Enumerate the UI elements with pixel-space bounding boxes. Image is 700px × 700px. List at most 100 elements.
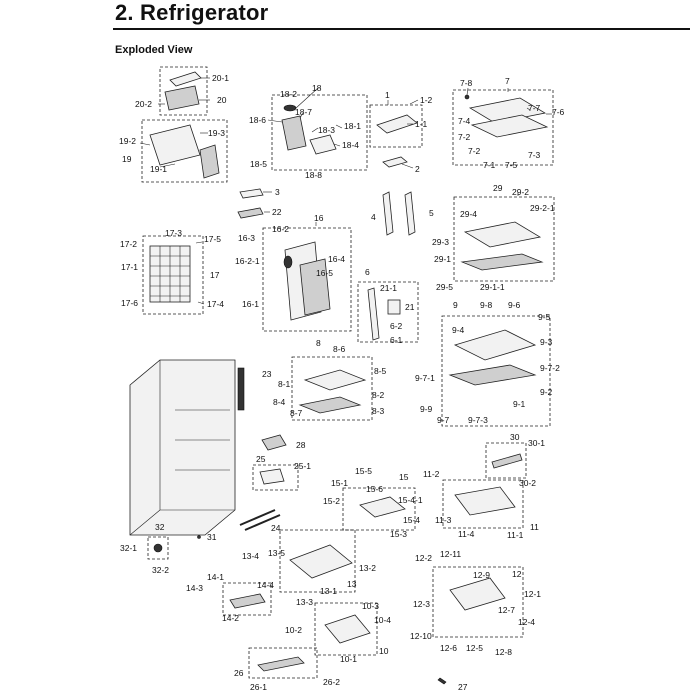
label-10-2: 10-2 [285, 625, 302, 635]
label-29-2-1: 29-2-1 [530, 203, 555, 213]
part-7-8 [464, 94, 470, 100]
part-20 [164, 85, 200, 111]
part-group-13: 13-4 13-5 13-2 13 13-1 13-3 [242, 529, 376, 607]
label-7-4: 7-4 [458, 116, 471, 126]
label-17-2: 17-2 [120, 239, 137, 249]
label-10-4: 10-4 [374, 615, 391, 625]
part-4 [382, 191, 394, 236]
group-19-box [141, 119, 228, 183]
label-9-7: 9-7 [437, 415, 450, 425]
group-25-box [252, 464, 299, 491]
label-12-7: 12-7 [498, 605, 515, 615]
group-13-box [279, 529, 356, 593]
label-12-4: 12-4 [518, 617, 535, 627]
label-7-6: 7-6 [552, 107, 565, 117]
part-29-1-frame [460, 253, 544, 271]
part-15-bin [359, 496, 406, 518]
label-29-2: 29-2 [512, 187, 529, 197]
group-17-box [142, 235, 204, 315]
label-9-4: 9-4 [452, 325, 465, 335]
part-group-17: 17-3 17-2 17-5 17-1 17 17-6 17-4 [120, 228, 224, 315]
label-10-1: 10-1 [340, 654, 357, 664]
label-4: 4 [371, 212, 376, 222]
group-20-box [159, 66, 208, 116]
label-23: 23 [262, 369, 272, 379]
label-29-3: 29-3 [432, 237, 449, 247]
label-20: 20 [217, 95, 227, 105]
label-18-8: 18-8 [305, 170, 322, 180]
label-20-2: 20-2 [135, 99, 152, 109]
label-16-5: 16-5 [316, 268, 333, 278]
label-5: 5 [429, 208, 434, 218]
label-13: 13 [347, 579, 357, 589]
label-24: 24 [271, 523, 281, 533]
part-3 [239, 188, 264, 199]
label-10-3: 10-3 [362, 601, 379, 611]
part-group-30: 30 30-1 30-2 [485, 432, 545, 488]
label-17: 17 [210, 270, 220, 280]
group-30-box [485, 442, 527, 479]
label-26-1: 26-1 [250, 682, 267, 692]
label-20-1: 20-1 [212, 73, 229, 83]
label-8: 8 [316, 338, 321, 348]
label-18-7: 18-7 [295, 107, 312, 117]
part-group-18: 18 18-2 18-6 18-7 18-3 18-1 18-4 18-5 18… [249, 83, 368, 180]
part-group-14: 14-1 14-3 14-4 14-2 [186, 572, 274, 623]
part-28 [261, 434, 287, 451]
part-9-shelf [453, 329, 537, 361]
label-13-4: 13-4 [242, 551, 259, 561]
label-16: 16 [314, 213, 324, 223]
label-12-3: 12-3 [413, 599, 430, 609]
label-19-2: 19-2 [119, 136, 136, 146]
label-29-5: 29-5 [436, 282, 453, 292]
label-12-11: 12-11 [440, 549, 461, 559]
label-17-5: 17-5 [204, 234, 221, 244]
label-15-5: 15-5 [355, 466, 372, 476]
label-16-2-1: 16-2-1 [235, 256, 260, 266]
label-9-7-3: 9-7-3 [468, 415, 488, 425]
label-9: 9 [453, 300, 458, 310]
group-8-box [291, 356, 373, 421]
label-10: 10 [379, 646, 389, 656]
label-8-4: 8-4 [273, 397, 286, 407]
part-9-7-frame [448, 364, 537, 386]
label-18-1: 18-1 [344, 121, 361, 131]
label-7-3: 7-3 [528, 150, 541, 160]
group-11-box [442, 479, 524, 529]
part-10-bin [324, 614, 371, 644]
part-30 [491, 453, 523, 469]
group-26-box [248, 647, 318, 679]
label-31: 31 [207, 532, 217, 542]
label-9-8: 9-8 [480, 300, 493, 310]
label-19: 19 [122, 154, 132, 164]
cabinet-body [129, 359, 236, 536]
part-29-4-glass [463, 221, 542, 248]
label-6-1: 6-1 [390, 335, 403, 345]
part-group-15: 15-5 15 15-1 15-6 15-2 15-4-1 15-4 15-3 [323, 466, 423, 539]
label-32-2: 32-2 [152, 565, 169, 575]
part-7-6-shelf [470, 114, 549, 138]
label-17-6: 17-6 [121, 298, 138, 308]
label-32: 32 [155, 522, 165, 532]
part-16-4 [299, 258, 331, 316]
label-7-2b: 7-2 [468, 146, 481, 156]
part-group-12: 12-2 12-11 12-9 12 12-1 12-3 12-7 12-4 1… [410, 549, 541, 657]
part-20-1 [169, 71, 202, 87]
part-22 [237, 207, 264, 219]
label-12: 12 [512, 569, 522, 579]
part-26-rail [257, 656, 305, 672]
label-29: 29 [493, 183, 503, 193]
part-6-strip [367, 287, 380, 341]
label-12-8: 12-8 [495, 647, 512, 657]
label-12-2: 12-2 [415, 553, 432, 563]
label-15-2: 15-2 [323, 496, 340, 506]
group-10-box [314, 602, 378, 656]
part-1-1 [376, 114, 418, 134]
part-18-4 [309, 134, 337, 155]
label-11: 11 [530, 522, 539, 532]
label-30-1: 30-1 [528, 438, 545, 448]
label-12-1: 12-1 [524, 589, 541, 599]
label-18-2: 18-2 [280, 89, 297, 99]
label-26: 26 [234, 668, 244, 678]
label-15-6: 15-6 [366, 484, 383, 494]
